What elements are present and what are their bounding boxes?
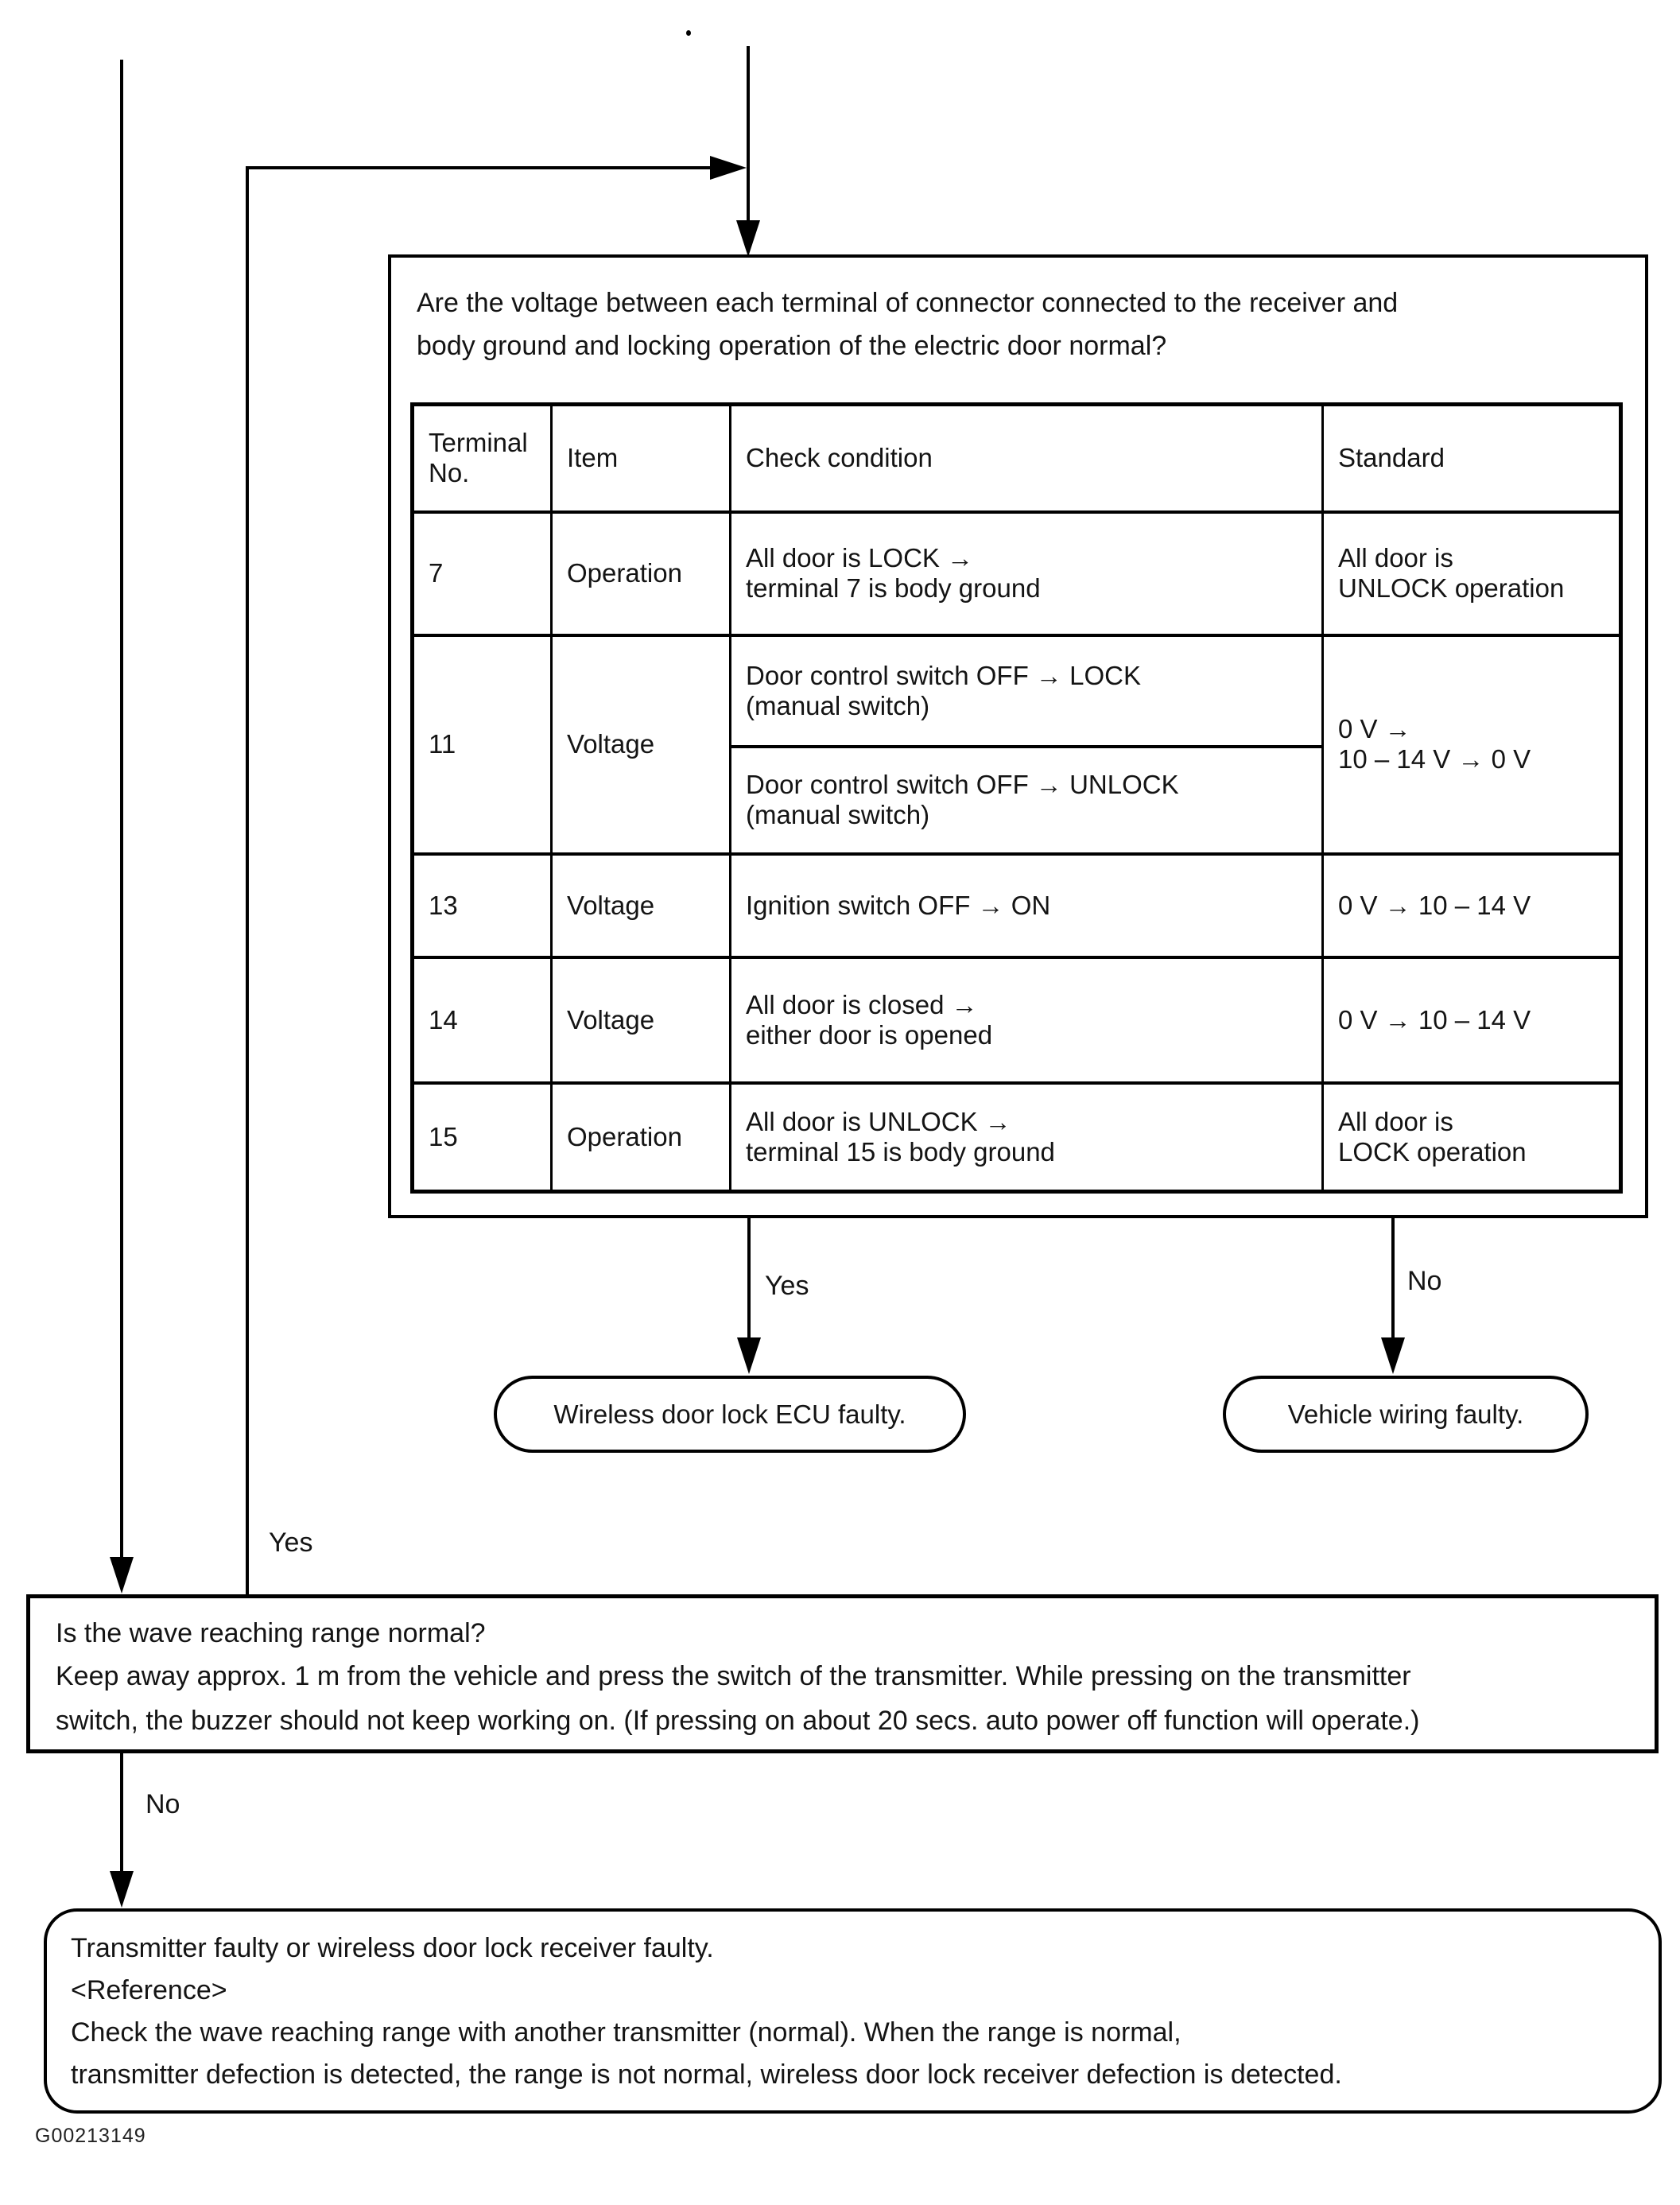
cell-item: Voltage xyxy=(550,852,731,959)
table-row: 7 Operation All door is LOCK → terminal … xyxy=(411,510,1622,637)
result-ecu-faulty-text: Wireless door lock ECU faulty. xyxy=(553,1399,906,1429)
cell-check-condition: All door is UNLOCK → terminal 15 is body… xyxy=(729,1081,1324,1194)
wave-no-label: No xyxy=(145,1789,180,1819)
result-wiring-faulty-text: Vehicle wiring faulty. xyxy=(1287,1399,1524,1429)
cell-terminal: 15 xyxy=(411,1081,553,1194)
result-wiring-faulty: Vehicle wiring faulty. xyxy=(1223,1376,1589,1453)
cell-standard: 0 V → 10 – 14 V xyxy=(1321,852,1622,959)
final-result-line-4: transmitter defection is detected, the r… xyxy=(71,2059,1342,2090)
wave-range-detail-1: Keep away approx. 1 m from the vehicle a… xyxy=(56,1661,1411,1691)
cell-item: Voltage xyxy=(550,955,731,1085)
cell-standard: 0 V → 10 – 14 V → 0 V xyxy=(1321,633,1622,856)
cell-check-condition: Door control switch OFF → UNLOCK (manual… xyxy=(729,744,1324,856)
table-row: 14 Voltage All door is closed → either d… xyxy=(411,955,1622,1085)
result-ecu-faulty: Wireless door lock ECU faulty. xyxy=(494,1376,966,1453)
no-branch-label: No xyxy=(1407,1266,1442,1296)
wave-range-box: Is the wave reaching range normal? Keep … xyxy=(26,1594,1659,1753)
final-result-line-1: Transmitter faulty or wireless door lock… xyxy=(71,1933,714,1963)
flow-line-wave-no xyxy=(120,1753,123,1873)
cell-check-condition: Ignition switch OFF → ON xyxy=(729,852,1324,959)
table-row: 13 Voltage Ignition switch OFF → ON 0 V … xyxy=(411,852,1622,959)
cell-standard: All door is UNLOCK operation xyxy=(1321,510,1622,637)
cell-check-condition: All door is closed → either door is open… xyxy=(729,955,1324,1085)
arrowhead-yes-loop xyxy=(710,156,747,180)
cell-check-condition: Door control switch OFF → LOCK (manual s… xyxy=(729,633,1324,748)
cell-standard: 0 V → 10 – 14 V xyxy=(1321,955,1622,1085)
flow-line-yes-branch xyxy=(747,1218,751,1339)
cell-item: Voltage xyxy=(550,633,731,856)
voltage-check-question: Are the voltage between each terminal of… xyxy=(417,288,1399,361)
cell-standard: All door is LOCK operation xyxy=(1321,1081,1622,1194)
final-result-line-3: Check the wave reaching range with anoth… xyxy=(71,2017,1181,2048)
arrowhead-into-wiring-faulty xyxy=(1381,1337,1405,1374)
yes-loop-label: Yes xyxy=(269,1528,313,1558)
flow-line-no-branch xyxy=(1391,1218,1395,1339)
header-terminal-no: Terminal No. xyxy=(411,402,553,514)
final-result-box: Transmitter faulty or wireless door lock… xyxy=(44,1908,1662,2114)
yes-branch-label: Yes xyxy=(765,1271,809,1301)
flow-line-yes-loop-horizontal xyxy=(246,166,712,169)
table-row: 11 Voltage Door control switch OFF → LOC… xyxy=(411,633,1622,856)
flow-line-top-incoming xyxy=(747,46,750,223)
cell-item: Operation xyxy=(550,510,731,637)
voltage-check-box: Are the voltage between each terminal of… xyxy=(388,254,1648,1218)
terminal-check-table: Terminal No. Item Check condition Standa… xyxy=(410,402,1623,1194)
cell-terminal: 13 xyxy=(411,852,553,959)
header-item: Item xyxy=(550,402,731,514)
flow-line-yes-loop-vertical xyxy=(246,166,249,1596)
table-header-row: Terminal No. Item Check condition Standa… xyxy=(411,402,1622,514)
cell-item: Operation xyxy=(550,1081,731,1194)
arrowhead-into-wave-box xyxy=(110,1557,134,1594)
final-result-line-2: <Reference> xyxy=(71,1975,227,2005)
arrowhead-into-voltage-box xyxy=(736,220,760,257)
cell-terminal: 14 xyxy=(411,955,553,1085)
header-check-condition: Check condition xyxy=(729,402,1324,514)
wave-range-detail-2: switch, the buzzer should not keep worki… xyxy=(56,1706,1420,1736)
figure-id: G00213149 xyxy=(35,2125,146,2147)
table-row: 15 Operation All door is UNLOCK → termin… xyxy=(411,1081,1622,1194)
flow-line-left-incoming xyxy=(120,60,123,1558)
cell-terminal: 11 xyxy=(411,633,553,856)
arrowhead-into-final-box xyxy=(110,1871,134,1908)
table-row: Door control switch OFF → UNLOCK (manual… xyxy=(413,744,1621,856)
scan-dot-artifact xyxy=(686,30,691,36)
cell-terminal: 7 xyxy=(411,510,553,637)
cell-check-condition: All door is LOCK → terminal 7 is body gr… xyxy=(729,510,1324,637)
header-standard: Standard xyxy=(1321,402,1622,514)
wave-range-question: Is the wave reaching range normal? xyxy=(56,1618,486,1648)
arrowhead-into-ecu-faulty xyxy=(737,1337,761,1374)
